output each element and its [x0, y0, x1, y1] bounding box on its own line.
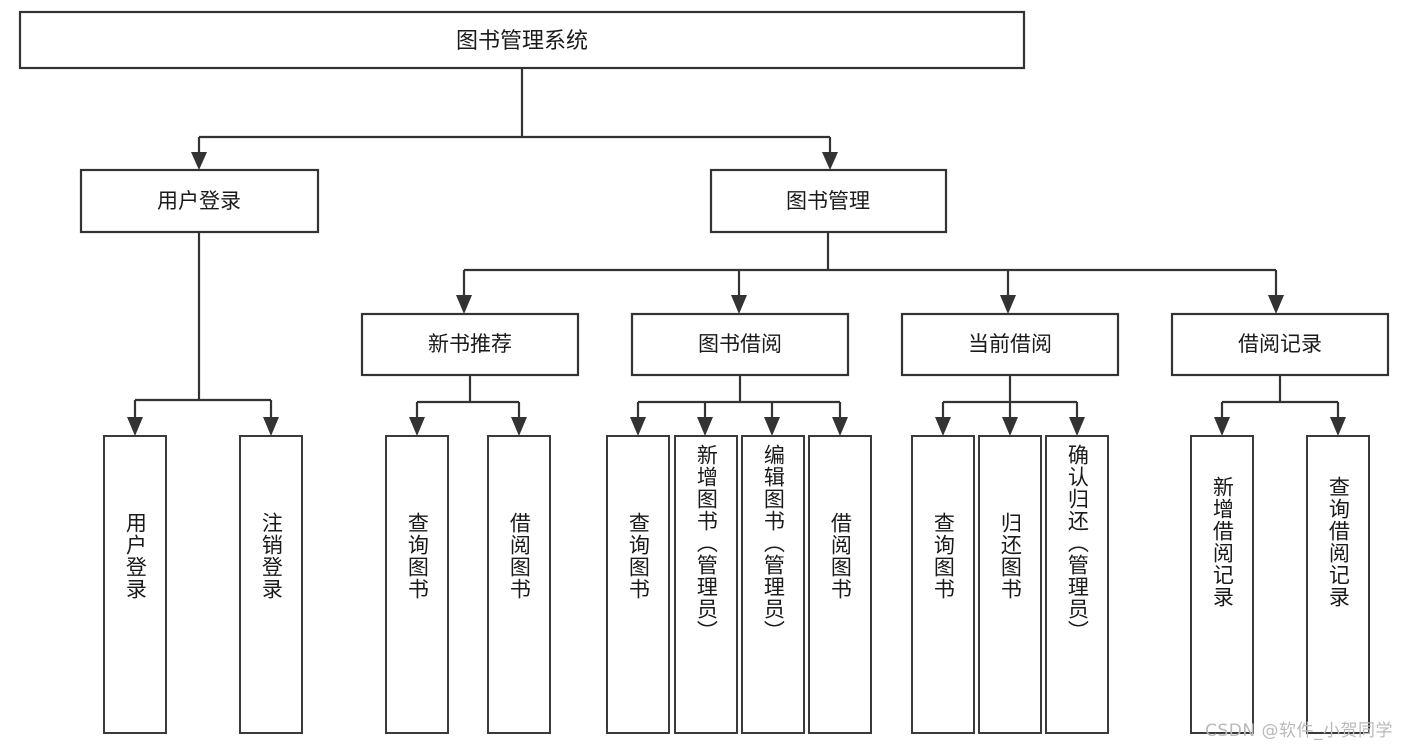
leaf-box-bb-2[interactable]	[674, 435, 738, 734]
leaf-box-nbr-2[interactable]	[487, 435, 551, 734]
connector-user-login-to-leaves	[127, 232, 279, 436]
arrow-head-leaf-bb-2	[697, 417, 713, 436]
node-current-borrow-box	[900, 312, 1120, 377]
leaf-box-br-1[interactable]	[1190, 435, 1254, 734]
leaf-box-bb-1[interactable]	[606, 435, 670, 734]
node-book-manage-label: 图书管理	[786, 189, 870, 213]
node-root-label: 图书管理系统	[456, 29, 588, 54]
node-book-borrow-label: 图书借阅	[698, 332, 782, 356]
arrow-head-leaf-user-login-2	[263, 417, 279, 436]
arrow-head-leaf-br-2	[1330, 417, 1346, 436]
arrow-head-leaf-user-login-1	[127, 417, 143, 436]
node-new-book-recommend-box	[360, 312, 580, 377]
arrow-head-leaf-br-1	[1214, 417, 1230, 436]
arrow-head-to-current-borrow	[1000, 295, 1016, 314]
arrow-head-leaf-bb-4	[832, 417, 848, 436]
leaf-box-user-login-2[interactable]	[239, 435, 303, 734]
node-book-manage[interactable]: 图书管理	[709, 168, 948, 234]
connector-book-borrow-to-leaves	[630, 375, 848, 436]
leaf-box-cb-2[interactable]	[978, 435, 1042, 734]
node-borrow-records[interactable]: 借阅记录	[1170, 312, 1390, 377]
arrow-head-to-new-book-recommend	[456, 295, 472, 314]
arrow-head-to-book-manage	[822, 152, 838, 170]
leaf-box-bb-4[interactable]	[808, 435, 872, 734]
arrow-head-leaf-cb-3	[1069, 417, 1085, 436]
connector-root-to-level2	[191, 68, 838, 170]
arrow-head-leaf-bb-3	[764, 417, 780, 436]
connector-book-manage-to-level3	[456, 232, 1284, 314]
arrow-head-to-book-borrow	[731, 295, 747, 314]
node-borrow-records-label: 借阅记录	[1238, 332, 1322, 356]
arrow-head-to-borrow-records	[1268, 295, 1284, 314]
node-root-box	[18, 10, 1026, 70]
watermark-text: CSDN @软件_小贺同学	[1205, 721, 1393, 741]
arrow-head-leaf-nbr-1	[409, 417, 425, 436]
arrow-head-leaf-nbr-2	[511, 417, 527, 436]
node-borrow-records-box	[1170, 312, 1390, 377]
node-book-manage-box	[709, 168, 948, 234]
connector-borrow-records-to-leaves	[1214, 375, 1346, 436]
node-root[interactable]: 图书管理系统	[18, 10, 1026, 70]
arrow-head-leaf-cb-1	[935, 417, 951, 436]
arrow-head-leaf-bb-1	[630, 417, 646, 436]
leaf-box-cb-1[interactable]	[911, 435, 975, 734]
node-book-borrow-box	[630, 312, 850, 377]
node-new-book-recommend[interactable]: 新书推荐	[360, 312, 580, 377]
connector-new-book-recommend-to-leaves	[409, 375, 527, 436]
leaf-box-cb-3[interactable]	[1045, 435, 1109, 734]
node-new-book-recommend-label: 新书推荐	[428, 332, 512, 356]
node-user-login-label: 用户登录	[157, 189, 241, 213]
leaf-box-bb-3[interactable]	[741, 435, 805, 734]
leaf-box-user-login-1[interactable]	[103, 435, 167, 734]
connector-current-borrow-to-leaves	[935, 375, 1085, 436]
node-book-borrow[interactable]: 图书借阅	[630, 312, 850, 377]
node-current-borrow-label: 当前借阅	[968, 332, 1052, 356]
leaf-box-br-2[interactable]	[1306, 435, 1370, 734]
arrow-head-leaf-cb-2	[1002, 417, 1018, 436]
node-current-borrow[interactable]: 当前借阅	[900, 312, 1120, 377]
leaf-box-nbr-1[interactable]	[385, 435, 449, 734]
node-user-login[interactable]: 用户登录	[79, 168, 320, 234]
arrow-head-to-user-login	[191, 152, 207, 170]
